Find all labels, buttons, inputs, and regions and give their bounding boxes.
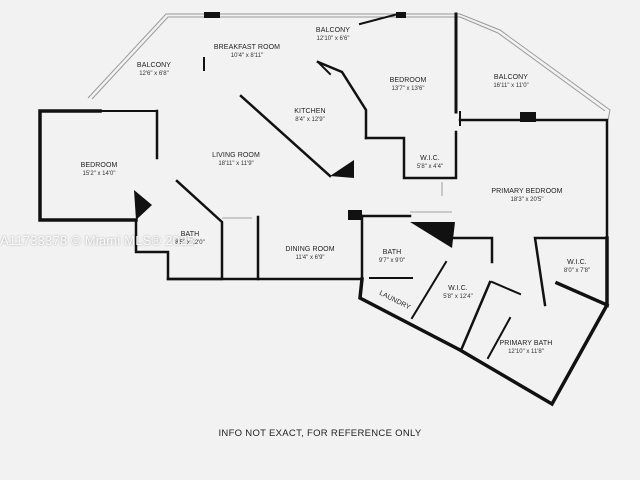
bath-left-walls: [134, 179, 224, 281]
kitchen-name: KITCHEN: [294, 108, 325, 115]
breakfast-room-name: BREAKFAST ROOM: [214, 44, 280, 51]
bedroom-left-walls: [38, 109, 138, 222]
kitchen-fill: [330, 160, 354, 178]
disclaimer-footer: INFO NOT EXACT, FOR REFERENCE ONLY: [218, 428, 422, 439]
primary-bedroom-name: PRIMARY BEDROOM: [491, 188, 562, 195]
column-2: [396, 12, 406, 18]
kitchen-dims: 8'4" x 12'9": [295, 117, 325, 123]
column-4: [348, 210, 362, 220]
balcony-left-dims: 12'6" x 6'8": [139, 71, 169, 77]
primary-bath-dims: 12'10" x 11'8": [508, 349, 544, 355]
wic-mid-dims: 5'8" x 12'4": [443, 294, 473, 300]
balcony-top-dims: 12'10" x 6'6": [317, 36, 350, 42]
kitchen-east-wall: [316, 60, 368, 140]
dining-room-dims: 11'4" x 6'9": [295, 255, 324, 261]
bedroom-top-walls: [364, 130, 458, 180]
walls: [38, 12, 610, 407]
primary-bedroom-dims: 18'3" x 20'5": [511, 197, 544, 203]
wic-mid-name: W.I.C.: [448, 285, 468, 292]
kitchen-diagonal-wall: [239, 94, 332, 178]
living-room-dims: 18'11" x 11'9": [218, 161, 253, 167]
wic-mid-diag: [460, 280, 492, 350]
bath-mid-name: BATH: [383, 249, 402, 256]
living-room-name: LIVING ROOM: [212, 152, 260, 159]
balcony-top-name: BALCONY: [316, 27, 350, 34]
breakfast-room-dims: 10'4" x 8'11": [231, 53, 263, 59]
wic-right-name: W.I.C.: [567, 259, 587, 266]
bedroom-left-closet: [134, 190, 152, 220]
primary-bath-name: PRIMARY BATH: [500, 340, 553, 347]
wic-small-name: W.I.C.: [420, 155, 440, 162]
column-1: [204, 12, 220, 18]
wic-small-dims: 5'8" x 4'4": [417, 164, 443, 170]
bedroom-left-name: BEDROOM: [81, 162, 118, 169]
bedroom-top-diag: [358, 12, 400, 26]
bath-mid-tub: [410, 222, 455, 248]
bedroom-left-dims: 15'2" x 14'0": [83, 171, 116, 177]
door-openings: [222, 182, 452, 219]
wic-mid-walls: [450, 236, 494, 264]
wic-right-walls: [533, 236, 609, 307]
wic-right-dims: 8'0" x 7'8": [564, 268, 590, 274]
room-labels: BALCONY 12'6" x 6'8" BREAKFAST ROOM 10'4…: [81, 27, 591, 355]
laundry-diag: [410, 260, 448, 320]
column-3: [520, 112, 536, 122]
balcony-right-name: BALCONY: [494, 74, 528, 81]
primary-bath-diag: [490, 280, 522, 296]
balcony-left-name: BALCONY: [137, 62, 171, 69]
wing-south-wall: [358, 277, 610, 407]
bath-left-dims: 8'5" x 12'0": [175, 240, 205, 246]
mls-watermark: A11733378 © Miami MLS® 2025: [0, 233, 195, 248]
bedroom-top-dims: 13'7" x 13'6": [392, 86, 425, 92]
primary-bedroom-walls: [458, 118, 609, 240]
wall-fills: [134, 12, 536, 248]
bedroom-top-name: BEDROOM: [390, 77, 427, 84]
dining-room-name: DINING ROOM: [285, 246, 334, 253]
bath-mid-dims: 9'7" x 9'0": [379, 258, 405, 264]
balcony-right-dims: 16'11" x 11'0": [493, 83, 528, 89]
primary-bath-door: [486, 316, 512, 360]
kitchen-knee-wall: [316, 60, 332, 76]
bath-left-name: BATH: [181, 231, 200, 238]
